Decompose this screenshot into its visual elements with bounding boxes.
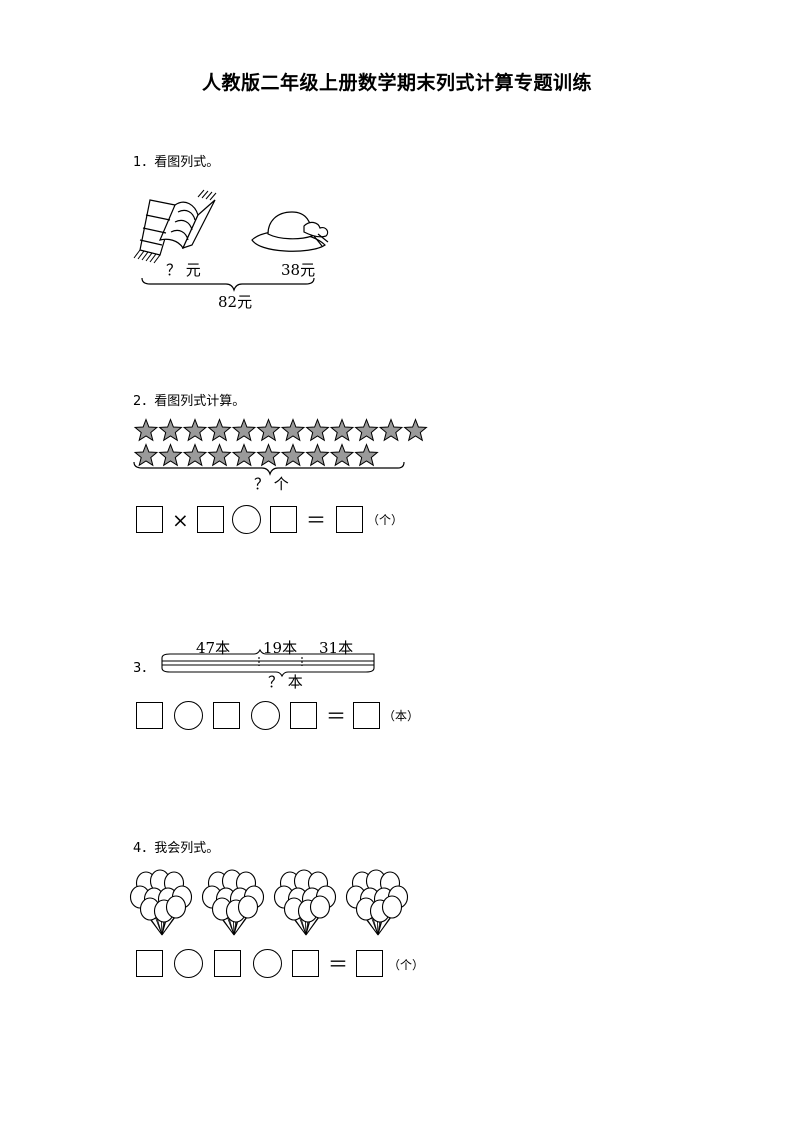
star-icon bbox=[378, 418, 404, 442]
q4-unit-label: （个） bbox=[388, 958, 425, 972]
q3-equals-sign: ＝ bbox=[326, 704, 346, 728]
segment-1-label: 47本 bbox=[196, 639, 231, 657]
answer-box-1[interactable] bbox=[136, 506, 163, 533]
star-icon bbox=[133, 418, 159, 442]
balloon-bunch-icon bbox=[273, 869, 337, 936]
star-icon bbox=[182, 418, 208, 442]
balloon-bunch-icon bbox=[345, 869, 409, 936]
star-icon bbox=[280, 418, 306, 442]
question-2-label: 2．看图列式计算。 bbox=[133, 394, 246, 409]
star-icon bbox=[256, 443, 281, 467]
scarf-price-label: ？ 元 bbox=[166, 261, 201, 279]
answer-box-3[interactable] bbox=[270, 506, 297, 533]
q4-box-1[interactable] bbox=[136, 950, 163, 977]
q4-operator-1[interactable] bbox=[174, 949, 203, 978]
q3-box-3[interactable] bbox=[290, 702, 317, 729]
q3-unit-label: （本） bbox=[383, 709, 420, 723]
star-icon bbox=[231, 418, 257, 442]
operator-circle[interactable] bbox=[232, 505, 261, 534]
star-icon bbox=[207, 418, 232, 442]
question-3-label: 3． bbox=[133, 661, 155, 676]
segment-3-label: 31本 bbox=[319, 639, 354, 657]
star-icon bbox=[231, 443, 257, 467]
star-icon bbox=[329, 443, 355, 467]
star-icon bbox=[158, 443, 183, 467]
equals-sign: ＝ bbox=[306, 508, 326, 532]
star-icon bbox=[354, 418, 379, 442]
segment-2-label: 19本 bbox=[263, 639, 298, 657]
star-icon bbox=[207, 443, 232, 467]
q3-box-1[interactable] bbox=[136, 702, 163, 729]
star-icon bbox=[329, 418, 355, 442]
star-icon bbox=[182, 443, 208, 467]
question-2-unknown: ？ 个 bbox=[254, 475, 289, 493]
question-3-unknown: ？ 本 bbox=[268, 673, 303, 691]
answer-box-result[interactable] bbox=[336, 506, 363, 533]
q3-operator-2[interactable] bbox=[251, 701, 280, 730]
star-icon bbox=[305, 443, 330, 467]
star-icon bbox=[354, 443, 379, 467]
star-icon bbox=[280, 443, 306, 467]
star-icon bbox=[133, 443, 159, 467]
question-4-label: 4．我会列式。 bbox=[133, 841, 220, 856]
q4-box-3[interactable] bbox=[292, 950, 319, 977]
question-1-label: 1．看图列式。 bbox=[133, 155, 220, 170]
q4-operator-2[interactable] bbox=[253, 949, 282, 978]
q4-equals-sign: ＝ bbox=[328, 952, 348, 976]
times-sign: × bbox=[172, 508, 189, 532]
star-icon bbox=[158, 418, 183, 442]
hat-price-label: 38元 bbox=[281, 261, 316, 279]
balloon-bunch-icon bbox=[201, 869, 265, 936]
q3-operator-1[interactable] bbox=[174, 701, 203, 730]
star-icon bbox=[256, 418, 281, 442]
q3-result-box[interactable] bbox=[353, 702, 380, 729]
q4-result-box[interactable] bbox=[356, 950, 383, 977]
q3-box-2[interactable] bbox=[213, 702, 240, 729]
page-title: 人教版二年级上册数学期末列式计算专题训练 bbox=[201, 72, 592, 94]
answer-box-2[interactable] bbox=[197, 506, 224, 533]
balloon-bunch-icon bbox=[129, 869, 193, 936]
total-price-label: 82元 bbox=[218, 293, 253, 311]
star-icon bbox=[305, 418, 330, 442]
unit-label: （个） bbox=[367, 513, 404, 527]
star-icon bbox=[403, 418, 428, 442]
q4-box-2[interactable] bbox=[214, 950, 241, 977]
